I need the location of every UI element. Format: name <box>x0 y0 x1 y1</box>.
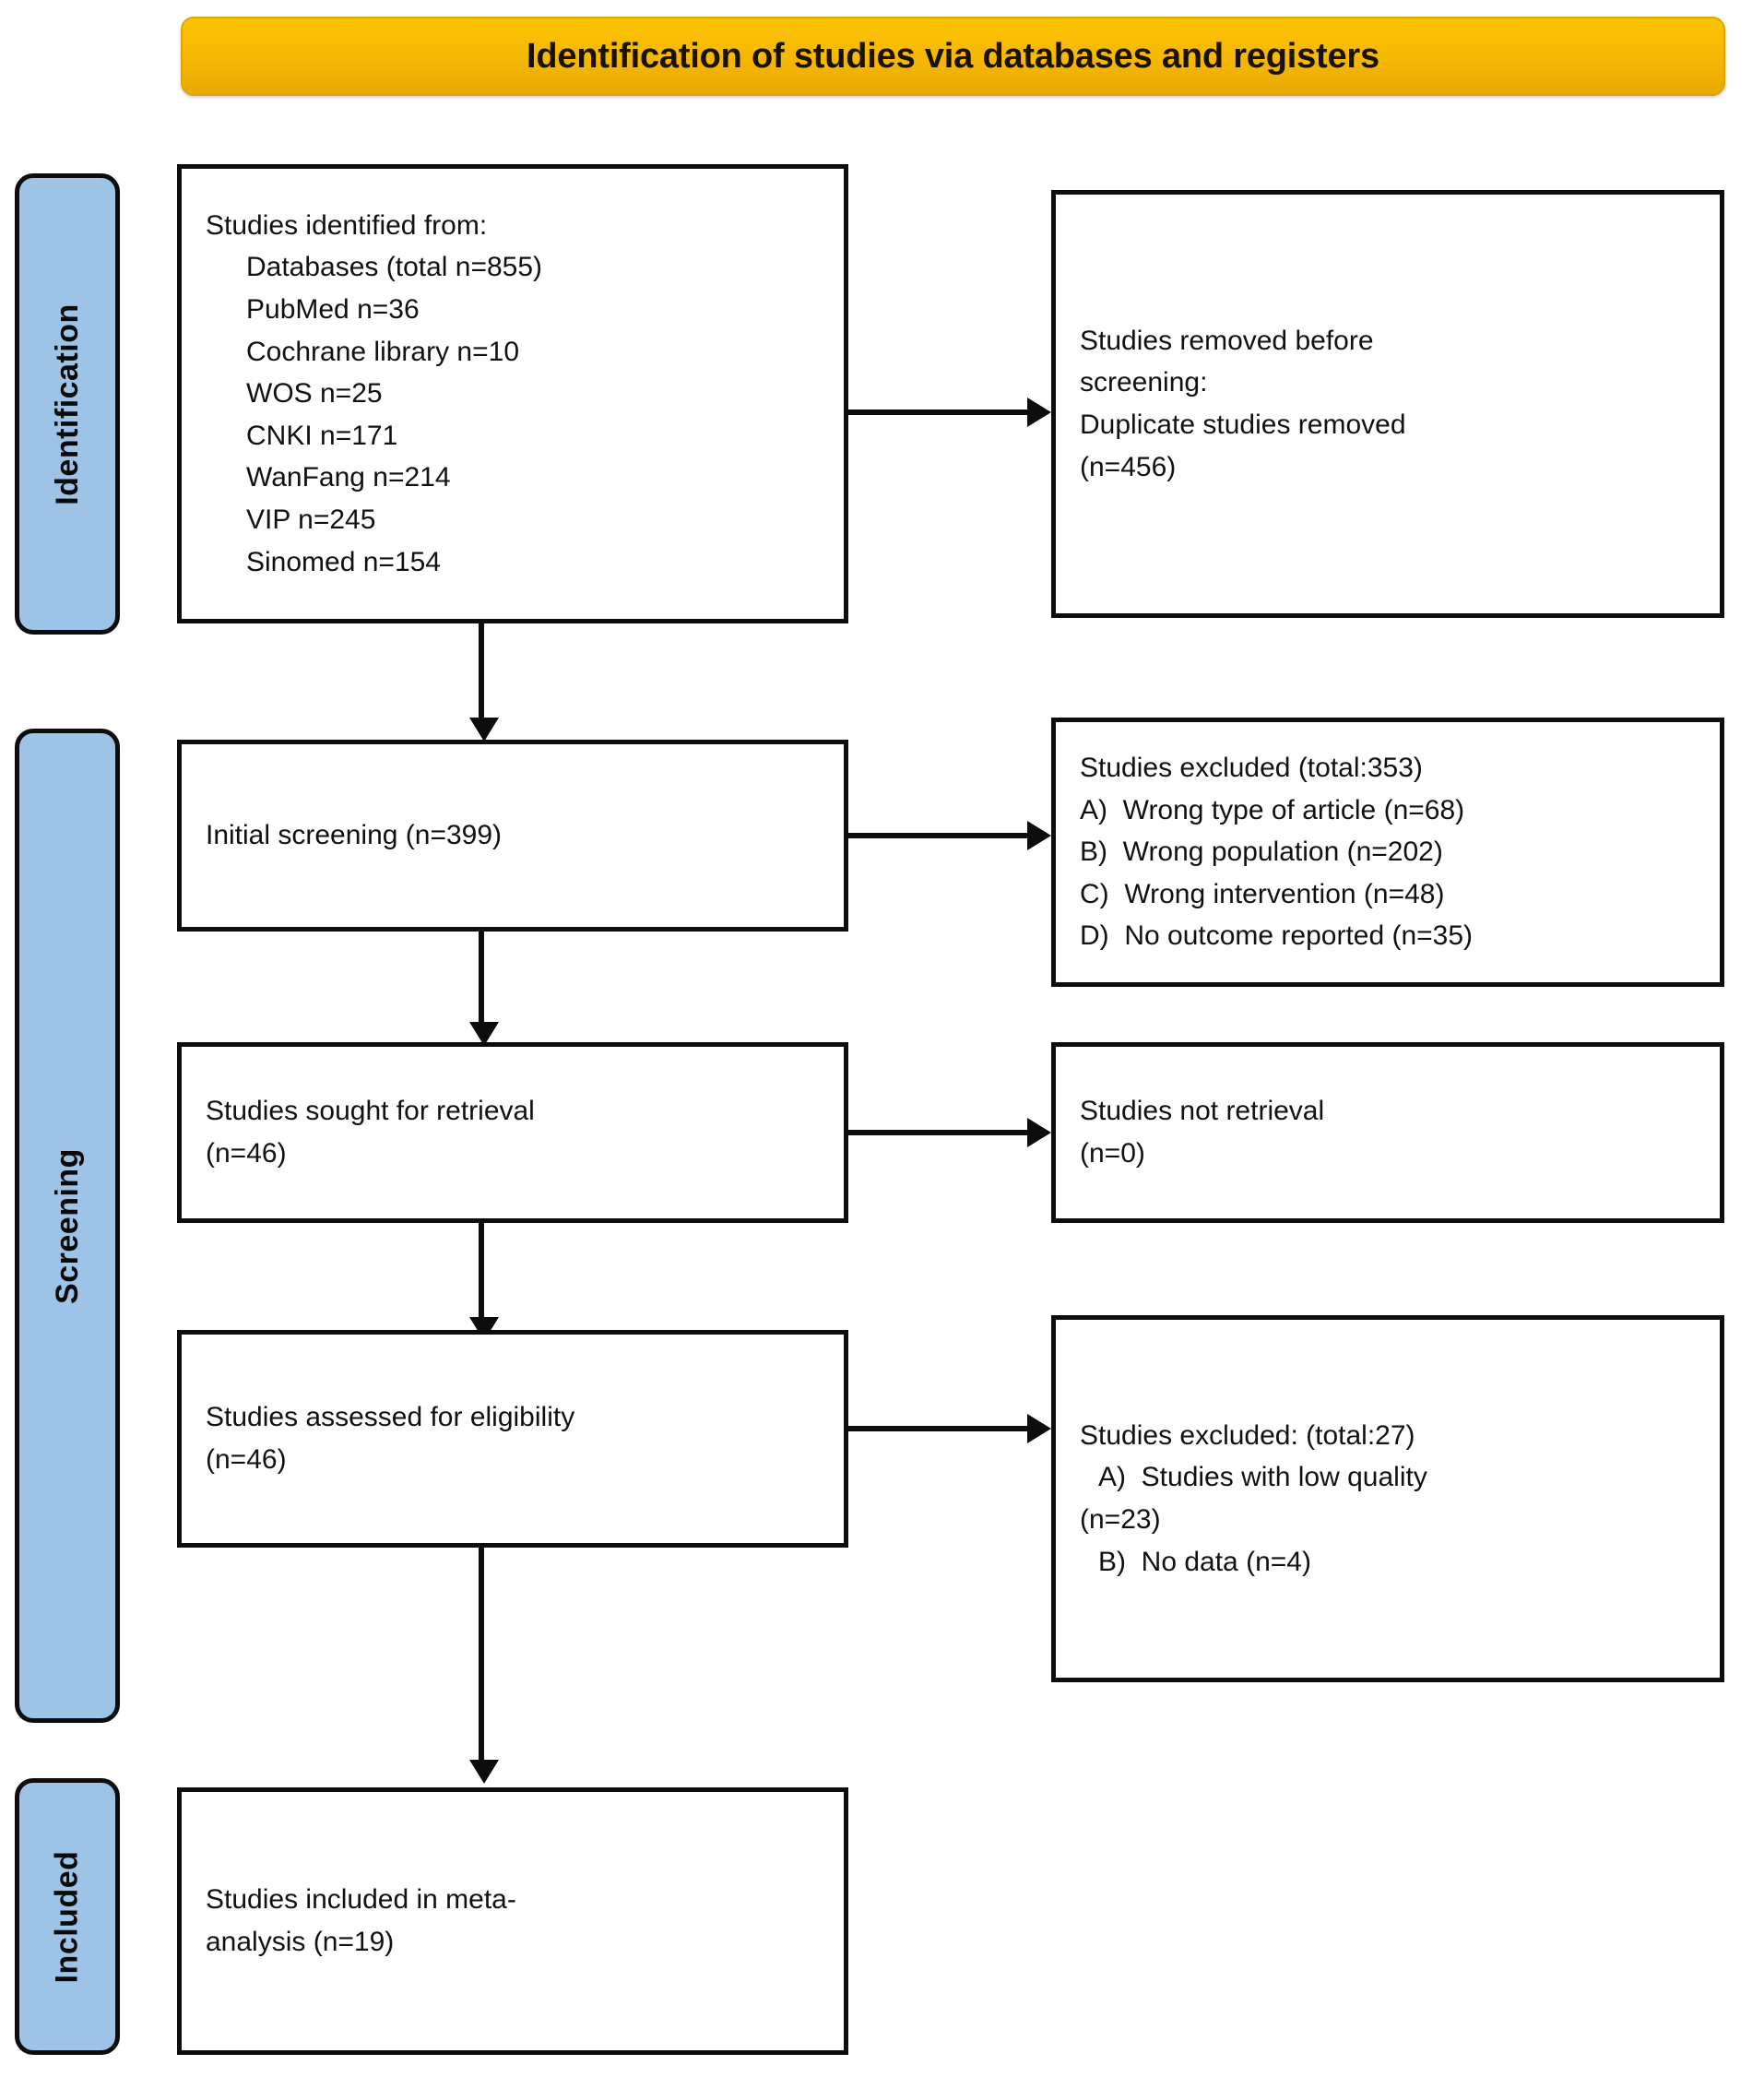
connector-initial-screening-to-sought <box>479 932 484 1024</box>
box-studies-identified: Studies identified from: Databases (tota… <box>177 164 848 623</box>
line-excl-screening-3: C) Wrong intervention (n=48) <box>1080 878 1445 909</box>
box-initial-screening-text: Initial screening (n=399) <box>206 814 820 857</box>
box-initial-screening: Initial screening (n=399) <box>177 740 848 932</box>
stage-label-identification: Identification <box>15 173 120 635</box>
line-notretr-0: Studies not retrieval <box>1080 1096 1325 1127</box>
stage-label-included-text: Included <box>49 1850 85 1983</box>
box-studies-excluded-eligibility: Studies excluded: (total:27) A) Studies … <box>1051 1315 1724 1682</box>
line-initial-screening-0: Initial screening (n=399) <box>206 820 503 851</box>
stage-label-screening: Screening <box>15 729 120 1723</box>
arrowhead-identified-to-initial-screening <box>469 718 499 742</box>
box-studies-included-meta-analysis: Studies included in meta- analysis (n=19… <box>177 1787 848 2055</box>
line-sought-1: (n=46) <box>206 1138 287 1169</box>
line-excl-screening-4: D) No outcome reported (n=35) <box>1080 920 1474 952</box>
box-studies-sought-for-retrieval: Studies sought for retrieval (n=46) <box>177 1042 848 1223</box>
arrowhead-identified-to-removed <box>1027 398 1051 427</box>
line-removed-0: Studies removed before <box>1080 325 1374 356</box>
stage-label-included: Included <box>15 1778 120 2055</box>
arrowhead-assessed-to-included <box>469 1760 499 1784</box>
line-identified-8: Sinomed n=154 <box>246 546 441 577</box>
box-studies-excluded-screening: Studies excluded (total:353) A) Wrong ty… <box>1051 718 1724 987</box>
box-studies-not-retrieved: Studies not retrieval (n=0) <box>1051 1042 1724 1223</box>
stage-label-identification-text: Identification <box>49 303 85 505</box>
connector-identified-to-removed <box>848 409 1029 415</box>
line-sought-0: Studies sought for retrieval <box>206 1096 535 1127</box>
line-excl-elig-0: Studies excluded: (total:27) <box>1080 1419 1415 1451</box>
line-identified-4: WOS n=25 <box>246 378 383 409</box>
box-studies-assessed-text: Studies assessed for eligibility (n=46) <box>206 1396 820 1480</box>
box-studies-not-retrieved-text: Studies not retrieval (n=0) <box>1080 1090 1696 1174</box>
connector-identified-to-initial-screening <box>479 623 484 719</box>
line-excl-screening-1: A) Wrong type of article (n=68) <box>1080 794 1465 825</box>
line-included-0: Studies included in meta- <box>206 1884 516 1916</box>
stage-label-screening-text: Screening <box>49 1147 85 1304</box>
line-identified-3: Cochrane library n=10 <box>246 336 520 367</box>
box-studies-identified-text: Studies identified from: Databases (tota… <box>206 205 820 583</box>
line-excl-elig-1: A) Studies with low quality <box>1098 1462 1427 1493</box>
box-studies-removed-before-screening: Studies removed before screening: Duplic… <box>1051 190 1724 618</box>
line-identified-7: VIP n=245 <box>246 504 376 535</box>
box-studies-excluded-screening-text: Studies excluded (total:353) A) Wrong ty… <box>1080 747 1696 957</box>
line-excl-elig-2: (n=23) <box>1080 1504 1161 1535</box>
connector-sought-to-not-retrieved <box>848 1130 1029 1135</box>
line-identified-1: Databases (total n=855) <box>246 252 543 283</box>
line-assessed-0: Studies assessed for eligibility <box>206 1402 575 1433</box>
line-identified-6: WanFang n=214 <box>246 462 451 493</box>
line-excl-screening-2: B) Wrong population (n=202) <box>1080 837 1443 868</box>
box-studies-sought-text: Studies sought for retrieval (n=46) <box>206 1090 820 1174</box>
line-identified-0: Studies identified from: <box>206 209 488 241</box>
box-studies-assessed-eligibility: Studies assessed for eligibility (n=46) <box>177 1330 848 1548</box>
line-excl-screening-0: Studies excluded (total:353) <box>1080 753 1423 784</box>
box-studies-included-text: Studies included in meta- analysis (n=19… <box>206 1879 820 1963</box>
arrowhead-sought-to-not-retrieved <box>1027 1118 1051 1147</box>
line-included-1: analysis (n=19) <box>206 1927 395 1957</box>
connector-assessed-to-excluded <box>848 1426 1029 1431</box>
line-assessed-1: (n=46) <box>206 1444 287 1475</box>
arrowhead-initial-screening-to-excluded <box>1027 821 1051 850</box>
line-excl-elig-3: B) No data (n=4) <box>1098 1546 1311 1577</box>
line-identified-5: CNKI n=171 <box>246 420 398 451</box>
line-notretr-1: (n=0) <box>1080 1138 1145 1169</box>
box-studies-excluded-eligibility-text: Studies excluded: (total:27) A) Studies … <box>1080 1415 1696 1583</box>
arrowhead-initial-screening-to-sought <box>469 1022 499 1046</box>
arrowhead-assessed-to-excluded <box>1027 1414 1051 1443</box>
line-removed-2: Duplicate studies removed <box>1080 409 1406 440</box>
line-removed-1: screening: <box>1080 367 1208 398</box>
page-title: Identification of studies via databases … <box>527 36 1379 76</box>
line-identified-2: PubMed n=36 <box>246 294 420 326</box>
connector-assessed-to-included <box>479 1548 484 1762</box>
line-removed-3: (n=456) <box>1080 451 1177 482</box>
box-studies-removed-text: Studies removed before screening: Duplic… <box>1080 320 1696 488</box>
diagram-header-banner: Identification of studies via databases … <box>181 17 1725 96</box>
connector-initial-screening-to-excluded <box>848 833 1029 838</box>
connector-sought-to-assessed <box>479 1223 484 1319</box>
